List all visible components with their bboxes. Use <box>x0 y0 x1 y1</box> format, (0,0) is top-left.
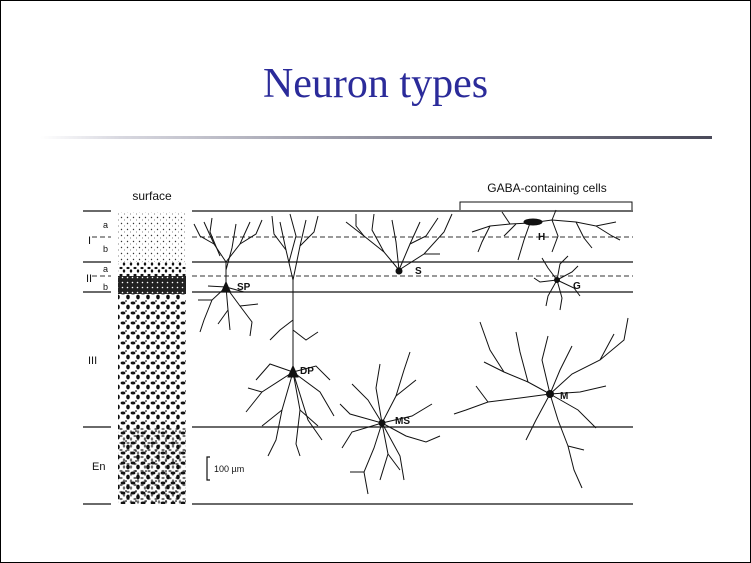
layer-label-en: En <box>92 461 105 473</box>
scale-bar <box>207 457 210 480</box>
cell-label-m: M <box>560 391 568 402</box>
cell-label-g: G <box>573 281 581 292</box>
cell-label-sp: SP <box>237 282 251 293</box>
cell-label-h: H <box>538 232 545 243</box>
cell-label-ms: MS <box>395 416 410 427</box>
m-neuron <box>454 318 628 488</box>
layer-label-3: III <box>88 355 97 367</box>
sublayer-label-1b: b <box>103 244 108 254</box>
sp-neuron <box>194 218 262 336</box>
scale-bar-label: 100 µm <box>214 464 244 474</box>
h-neuron <box>472 210 620 260</box>
sublayer-label-1a: a <box>103 220 108 230</box>
sublayer-label-2b: b <box>103 282 108 292</box>
layer-label-1: I <box>88 235 91 247</box>
layer-label-2: II <box>86 273 92 285</box>
gaba-bracket <box>460 202 632 210</box>
surface-header: surface <box>132 189 172 203</box>
s-neuron <box>346 214 452 274</box>
sublayer-label-2a: a <box>103 264 108 274</box>
gaba-cells-header: GABA-containing cells <box>487 181 606 195</box>
cell-label-dp: DP <box>300 366 314 377</box>
cell-label-s: S <box>415 266 422 277</box>
stained-cell-column <box>118 212 186 504</box>
ms-neuron <box>340 352 440 494</box>
dp-neuron <box>246 214 334 456</box>
